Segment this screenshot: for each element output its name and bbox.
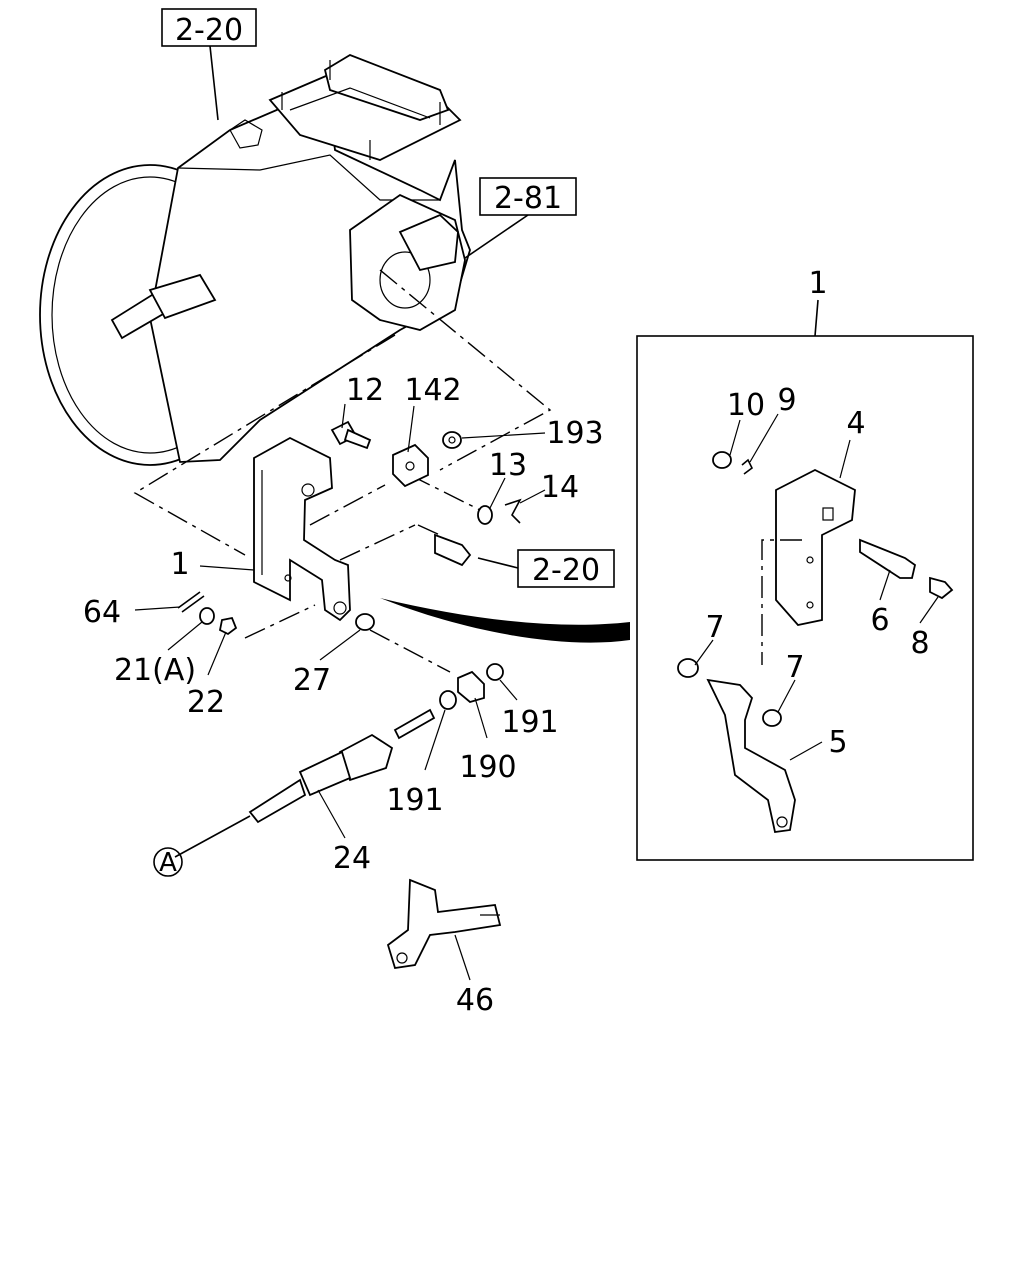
label-p14: 14 [541, 470, 579, 505]
washer-21a[interactable] [199, 607, 215, 625]
label-p5: 5 [828, 725, 847, 760]
ref-label-middle: 2-20 [532, 553, 600, 588]
bushing-142[interactable] [392, 443, 429, 488]
marker-a-label: A [159, 848, 177, 878]
detail-box [636, 299, 974, 861]
label-p142: 142 [404, 373, 461, 408]
label-p9: 9 [777, 383, 796, 418]
label-p22: 22 [187, 685, 225, 720]
label-p12: 12 [346, 373, 384, 408]
label-p27: 27 [293, 663, 331, 698]
nut-193[interactable] [442, 431, 462, 449]
detail-pointer [380, 598, 630, 643]
label-p4: 4 [846, 406, 865, 441]
shift-cable[interactable] [174, 708, 436, 858]
label-p21a: 21(A) [114, 653, 196, 688]
clip-14[interactable] [504, 498, 522, 524]
transmission-assembly [39, 54, 471, 466]
ref-box-middle[interactable]: 2-20 [477, 549, 615, 588]
label-p190: 190 [459, 750, 516, 785]
washer-13[interactable] [477, 505, 493, 525]
label-p8: 8 [910, 626, 929, 661]
part-labels: 1 10 9 4 6 8 7 7 5 12 142 193 13 14 1 64… [83, 266, 930, 1018]
label-p6: 6 [870, 603, 889, 638]
bolt-2-20[interactable] [434, 533, 472, 567]
label-p64: 64 [83, 595, 121, 630]
washer-22[interactable] [218, 616, 238, 636]
marker-a: A [153, 847, 183, 878]
ref-box-top[interactable]: 2-20 [161, 8, 257, 121]
shift-arm-46[interactable] [386, 878, 502, 970]
label-p24: 24 [333, 841, 371, 876]
label-bracket: 1 [170, 547, 189, 582]
label-p191b: 191 [386, 783, 443, 818]
block-190[interactable] [457, 670, 485, 703]
ref-label-top: 2-20 [175, 13, 243, 48]
label-p7a: 7 [705, 610, 724, 645]
label-p191a: 191 [501, 705, 558, 740]
label-p46: 46 [456, 983, 494, 1018]
nut-191-upper[interactable] [486, 663, 504, 681]
ref-label-right: 2-81 [494, 181, 562, 216]
bushing-27[interactable] [355, 613, 375, 631]
label-p13: 13 [489, 448, 527, 483]
bolt-12[interactable] [330, 420, 372, 450]
nut-191-lower[interactable] [439, 690, 457, 710]
label-detail-box: 1 [808, 266, 827, 301]
ref-box-right[interactable]: 2-81 [464, 177, 577, 259]
label-p7b: 7 [785, 650, 804, 685]
label-p193: 193 [546, 416, 603, 451]
leader-lines [134, 403, 939, 981]
alignment-lines [133, 269, 552, 673]
shift-bracket[interactable] [253, 436, 351, 622]
label-p10: 10 [727, 388, 765, 423]
cotter-pin-64[interactable] [177, 591, 205, 613]
